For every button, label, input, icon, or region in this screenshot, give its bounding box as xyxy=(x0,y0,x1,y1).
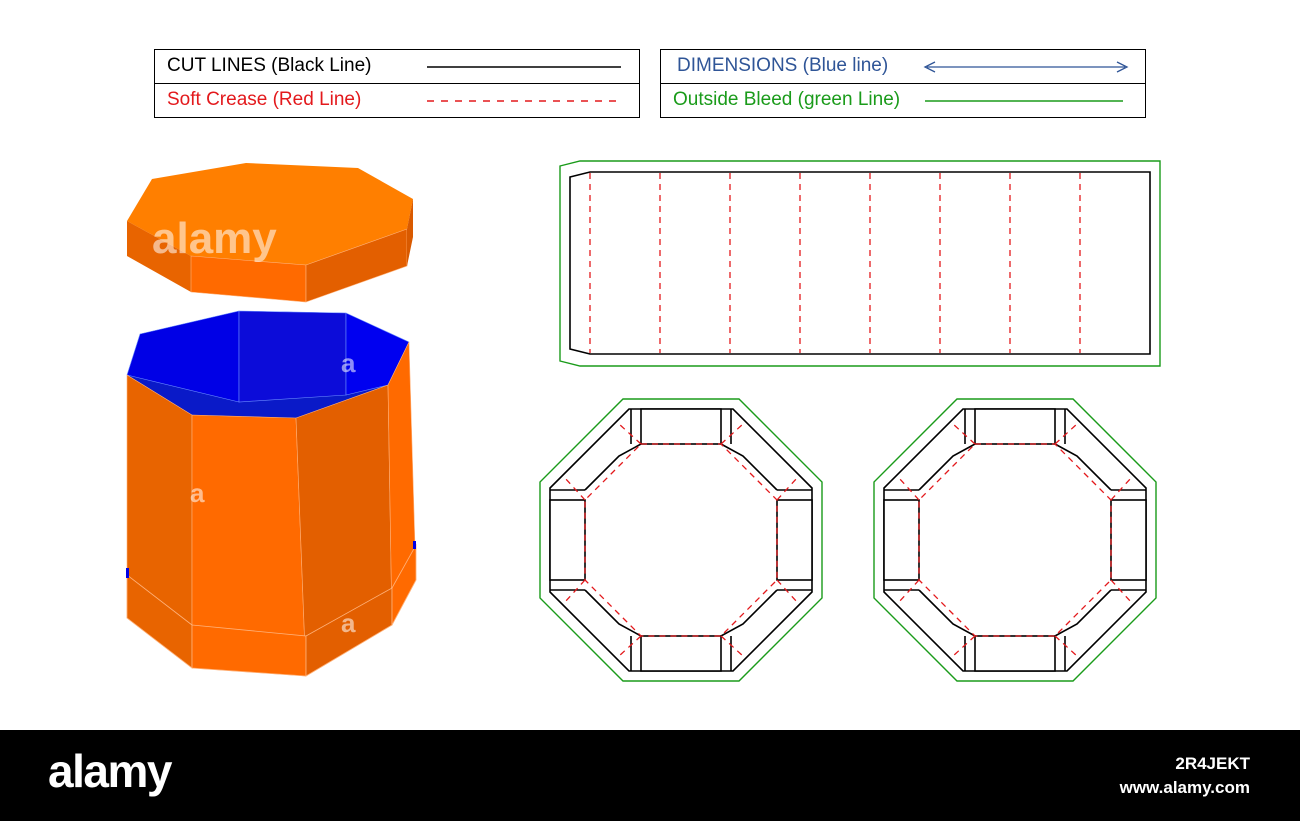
strip-bleed-outline xyxy=(559,160,1161,367)
lid-top-face xyxy=(127,163,413,265)
legend-outside-bleed-label: Outside Bleed (green Line) xyxy=(673,89,901,110)
legend-soft-crease-label: Soft Crease (Red Line) xyxy=(167,89,362,110)
legend-dimensions-label: DIMENSIONS (Blue line) xyxy=(677,55,889,76)
legend-dimension-arrow xyxy=(923,61,1129,73)
lid-side-far-right xyxy=(407,199,413,266)
dieline-octagon-base xyxy=(873,398,1157,682)
base-inner-mid xyxy=(238,310,347,403)
legend-row-outside-bleed: Outside Bleed (green Line) xyxy=(661,83,1145,117)
legend-row-soft-crease: Soft Crease (Red Line) xyxy=(155,83,639,117)
watermark-front: a xyxy=(190,478,205,508)
base-band-blue-edge-right xyxy=(413,541,416,549)
legend-cut-lines-label: CUT LINES (Black Line) xyxy=(167,55,372,76)
dieline-illustration: alamy a a a xyxy=(126,160,1161,682)
legend-left: CUT LINES (Black Line) Soft Crease (Red … xyxy=(154,49,640,118)
footer-bar: alamy 2R4JEKT www.alamy.com xyxy=(0,730,1300,821)
watermark-lid: alamy xyxy=(152,214,277,263)
legend-right: DIMENSIONS (Blue line) Outside Bleed (gr… xyxy=(660,49,1146,118)
footer-url: www.alamy.com xyxy=(1119,778,1250,797)
footer-brand-logo: alamy xyxy=(48,745,172,797)
lid-side-left xyxy=(127,221,191,292)
base-band-blue-edge-left xyxy=(126,568,129,578)
footer-image-id: 2R4JEKT xyxy=(1175,754,1250,773)
box-base-3d: a a a xyxy=(126,310,417,677)
legend-row-dimensions: DIMENSIONS (Blue line) xyxy=(661,50,1145,83)
strip-cut-outline xyxy=(569,171,1151,355)
watermark-band: a xyxy=(341,608,356,638)
legend-outside-bleed-sample xyxy=(925,100,1123,102)
legend-cut-line-sample xyxy=(427,66,621,68)
base-band-far-right xyxy=(391,543,417,626)
watermark-inner: a xyxy=(341,348,356,378)
box-lid-3d: alamy xyxy=(127,163,413,303)
legend-soft-crease-sample xyxy=(427,100,621,102)
legend-row-cut-lines: CUT LINES (Black Line) xyxy=(155,50,639,83)
dieline-octagon-lid xyxy=(539,398,823,682)
strip-crease-lines xyxy=(589,173,1081,353)
dieline-wall-strip xyxy=(559,160,1161,367)
